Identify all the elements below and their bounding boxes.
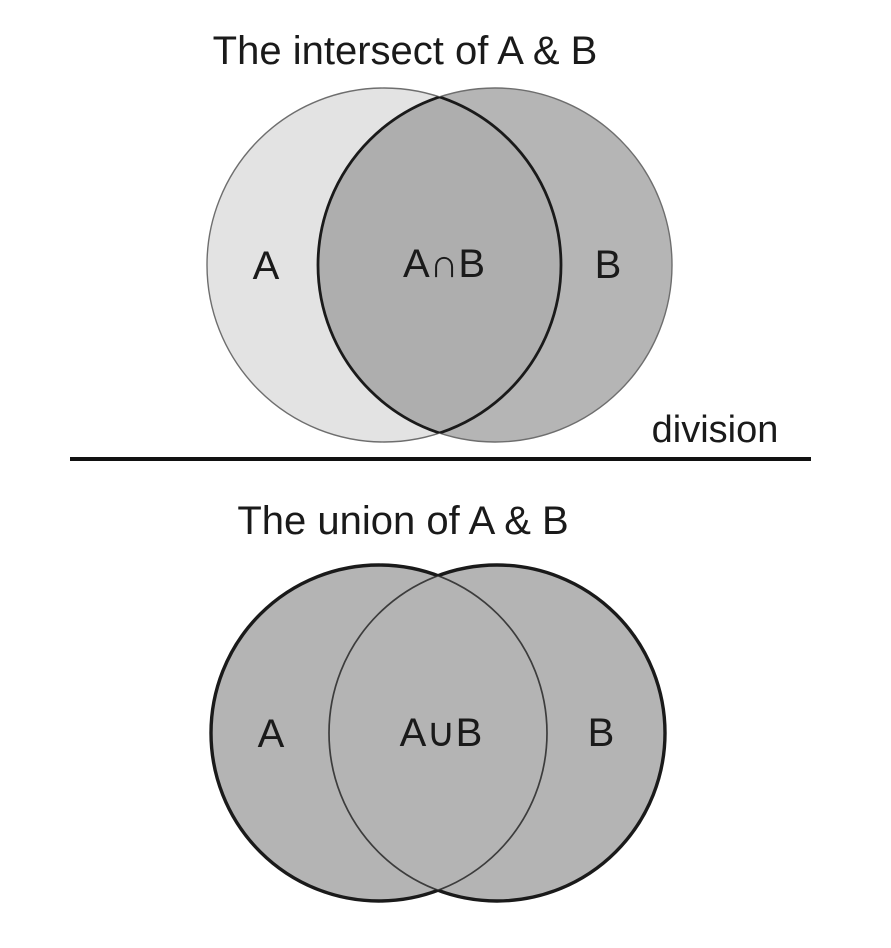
union-label-b: B	[587, 711, 615, 755]
union-circle-b	[329, 565, 665, 901]
union-outline-a	[209, 563, 549, 903]
intersect-overlap-right-arc	[318, 88, 563, 442]
intersect-title: The intersect of A & B	[212, 29, 598, 73]
intersect-label-overlap: A∩B	[402, 242, 486, 286]
union-title: The union of A & B	[237, 499, 569, 543]
union-outline-b	[327, 563, 667, 903]
intersect-overlap-region	[316, 88, 561, 442]
division-label: division	[651, 409, 779, 451]
intersect-label-b: B	[594, 243, 622, 287]
divider-line	[70, 457, 811, 461]
intersect-label-a: A	[252, 244, 280, 288]
union-label-a: A	[257, 712, 285, 756]
union-label-overlap: A∪B	[399, 711, 483, 755]
